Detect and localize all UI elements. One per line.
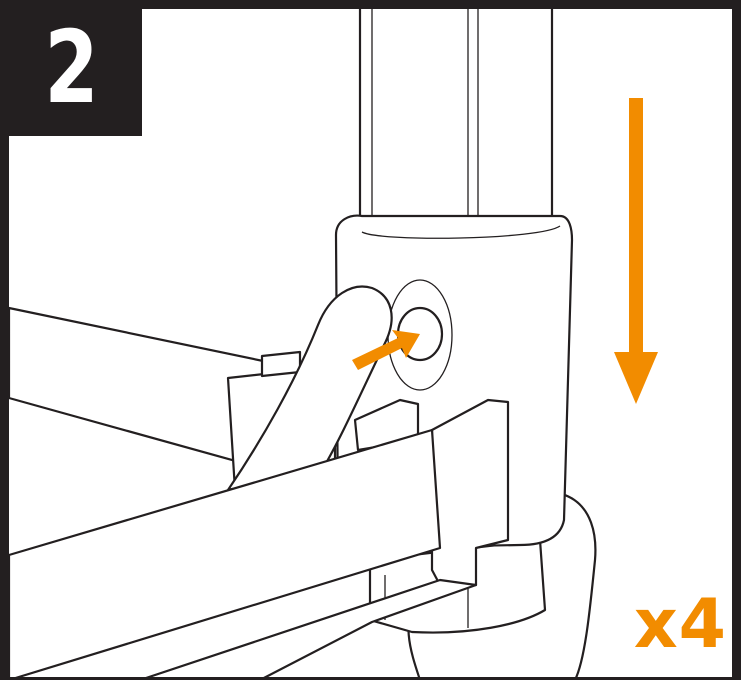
quantity-multiplier: x4 [633,585,727,664]
arrow-pointer-icon [352,330,420,370]
bracket-tab-small [353,398,420,452]
step-number: 2 [44,9,99,126]
bracket-left-top [260,350,302,378]
front-rail [7,428,442,680]
vertical-pole [358,0,554,234]
finger-pressing [226,285,393,492]
bracket-right [430,398,510,587]
arrow-down-icon [614,98,658,404]
front-rail-lower [138,578,478,680]
step-number-badge: 2 [0,0,142,136]
collar-top-rim [361,225,561,239]
